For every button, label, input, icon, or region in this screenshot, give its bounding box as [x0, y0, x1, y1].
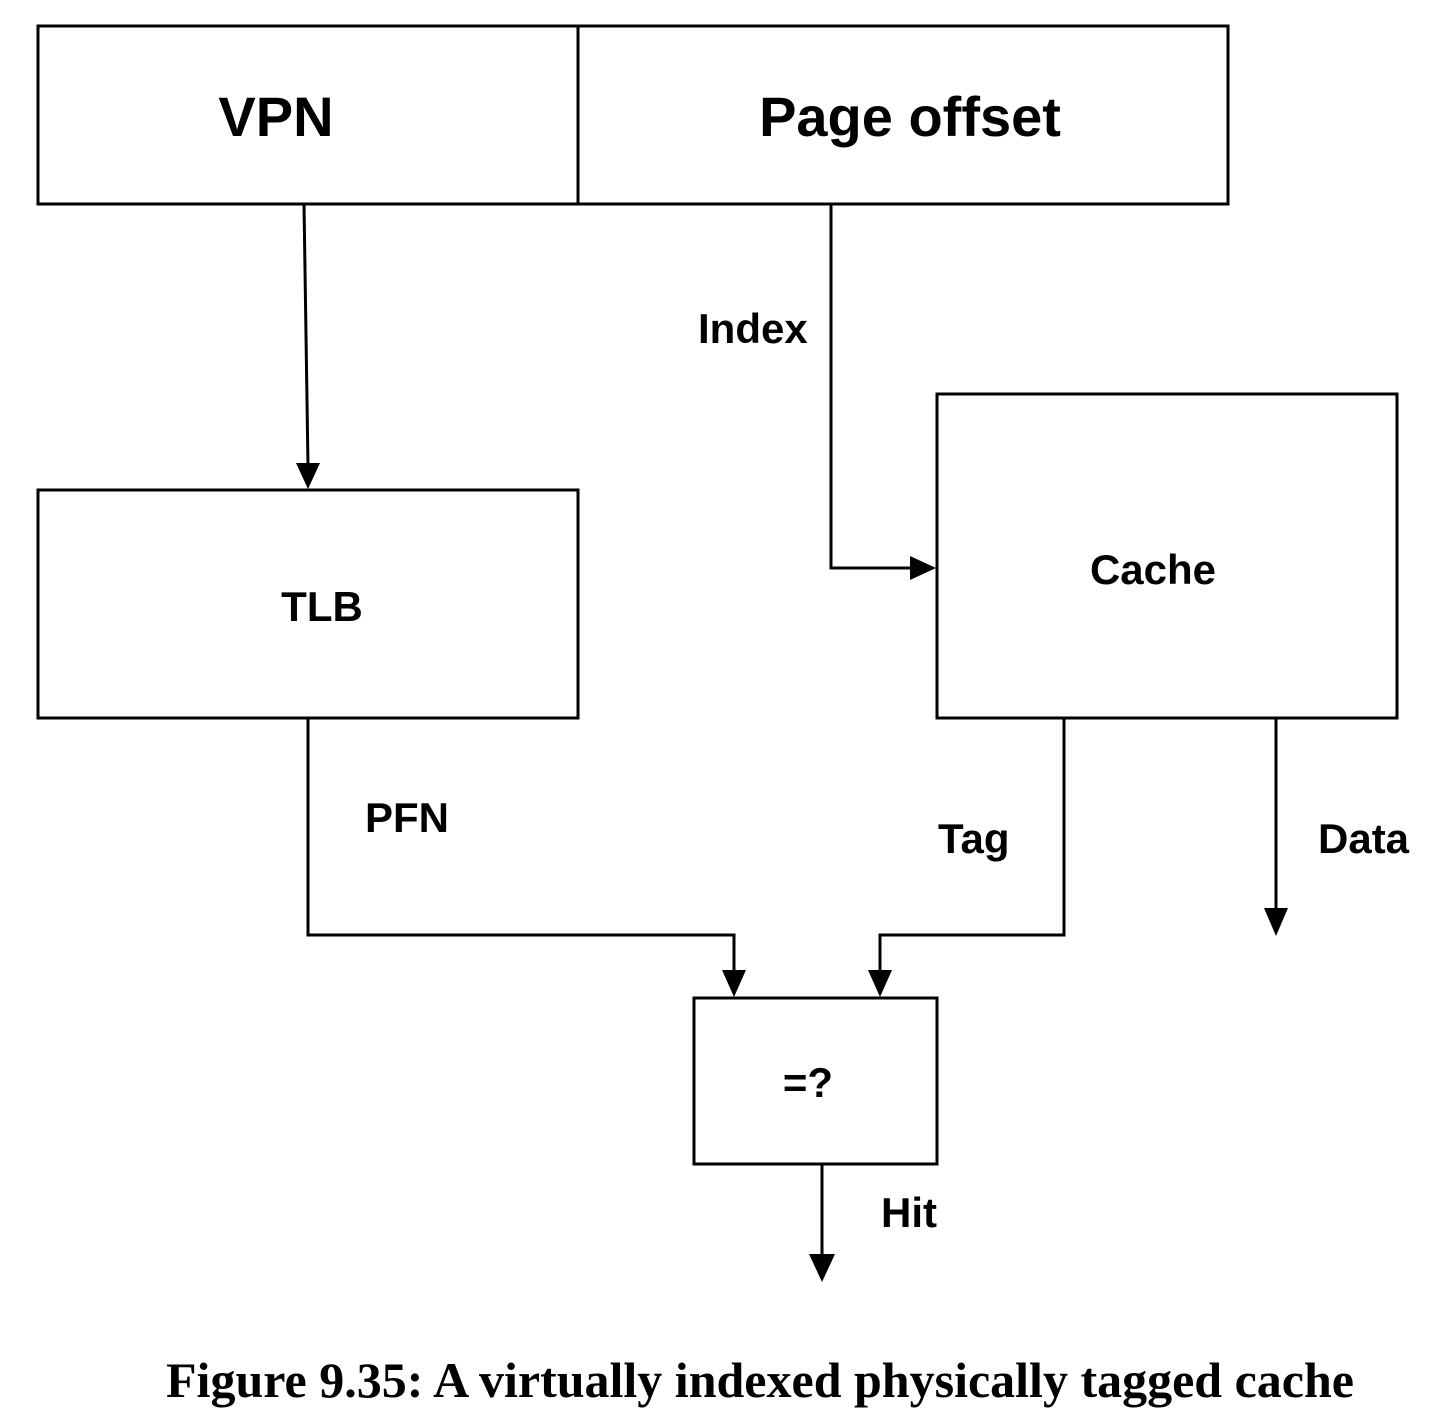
pfn-line — [306, 718, 736, 972]
comparator-box — [692, 996, 939, 1166]
vpn-to-tlb-wire — [296, 203, 320, 489]
tag-line — [878, 718, 1066, 972]
page-offset-label: Page offset — [759, 85, 1061, 148]
tlb-label: TLB — [281, 583, 363, 630]
hit-output-arrowhead — [809, 1254, 835, 1282]
tag-wire: Tag — [868, 718, 1066, 997]
vpn-to-tlb-line — [302, 203, 310, 467]
index-line — [829, 204, 912, 570]
virtual-address-register: VPN Page offset — [36, 24, 1230, 206]
hit-wire: Hit — [809, 1164, 937, 1282]
pfn-wire: PFN — [306, 718, 746, 997]
vpn-label: VPN — [218, 85, 333, 148]
figure-caption: Figure 9.35: A virtually indexed physica… — [166, 1352, 1354, 1408]
data-output-arrowhead — [1264, 908, 1288, 936]
data-wire: Data — [1264, 718, 1410, 936]
comparator-pfn-arrowhead — [722, 970, 746, 997]
tag-label: Tag — [938, 815, 1010, 862]
vpn-field — [36, 24, 580, 206]
comparator-tag-arrowhead — [868, 970, 892, 997]
index-wire: Index — [698, 204, 936, 580]
cache-box — [935, 392, 1399, 720]
page-offset-field — [576, 24, 1230, 206]
pfn-label: PFN — [365, 794, 449, 841]
tlb-block: TLB — [36, 488, 580, 720]
cache-block: Cache — [935, 392, 1399, 720]
tlb-input-arrowhead — [296, 463, 320, 489]
comparator-label: =? — [783, 1059, 833, 1106]
hit-label: Hit — [881, 1189, 937, 1236]
tag-comparator-block: =? — [692, 996, 939, 1166]
cache-index-arrowhead — [910, 556, 936, 580]
tlb-box — [36, 488, 580, 720]
index-label: Index — [698, 305, 808, 352]
cache-label: Cache — [1090, 546, 1216, 593]
data-label: Data — [1318, 815, 1410, 862]
